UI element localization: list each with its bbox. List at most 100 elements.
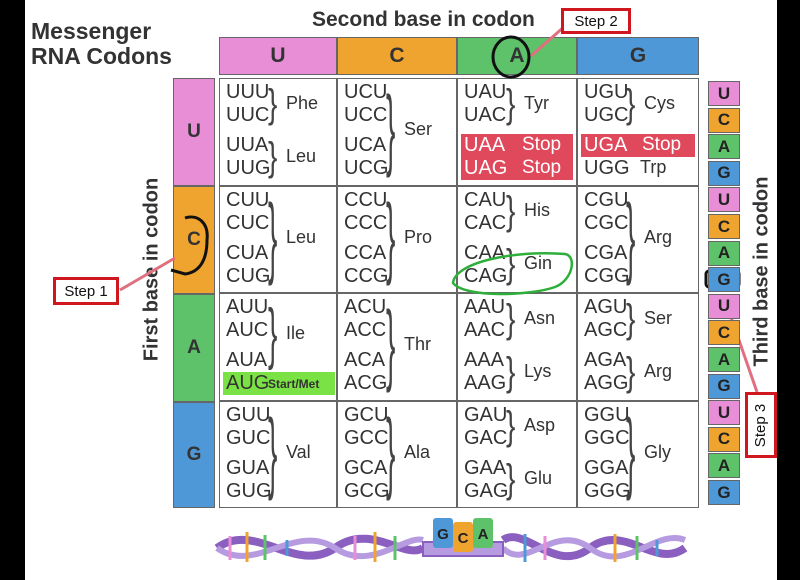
codon: CGA — [584, 241, 628, 264]
amino-acid-label: Leu — [286, 226, 317, 247]
second-base-c: C — [337, 37, 457, 75]
codon: UAG — [464, 157, 508, 179]
stop-label: Stop — [642, 134, 682, 155]
circle-a-annotation — [491, 35, 531, 79]
codon: GAU — [464, 403, 508, 426]
stop-highlight — [461, 157, 573, 180]
brace: } — [626, 401, 636, 501]
step2-label: Step 2 — [561, 8, 631, 34]
amino-acid-label: Cys — [644, 92, 675, 113]
codon: AUG — [226, 372, 270, 394]
amino-acid-label: Asp — [524, 415, 556, 435]
rna-strand-illustration: G C A — [214, 518, 688, 562]
codon: AAU — [464, 296, 506, 318]
rna-letter-g: G — [437, 526, 449, 543]
codon: GUC — [226, 426, 271, 449]
brace: } — [626, 186, 636, 286]
codon: GAG — [464, 479, 509, 502]
third-base-cell: C — [708, 320, 740, 346]
codon: GUG — [226, 479, 272, 502]
brace: } — [268, 294, 278, 370]
codon: GGC — [584, 426, 630, 449]
brace: } — [626, 295, 636, 340]
codon: CGU — [584, 188, 629, 211]
codon: CCC — [344, 211, 388, 234]
codon: UCU — [344, 81, 388, 103]
codon: CCG — [344, 264, 389, 287]
step1-connector — [119, 256, 176, 292]
codon: GGU — [584, 403, 630, 426]
first-base-u: U — [173, 78, 215, 186]
third-base-cell: G — [708, 267, 740, 293]
codon: AUA — [226, 349, 268, 371]
third-base-cell: U — [708, 81, 740, 106]
brace: } — [506, 80, 516, 125]
second-base-label: Second base in codon — [312, 8, 535, 31]
codon: UGA — [584, 134, 628, 156]
brace: } — [506, 456, 516, 501]
amino-acid-label: Ser — [644, 307, 673, 328]
codon: UCA — [344, 134, 387, 156]
third-base-cell: C — [708, 426, 740, 452]
codon: AAC — [464, 319, 506, 341]
circle-c-annotation — [170, 215, 209, 276]
third-base-cell: C — [708, 214, 740, 239]
step1-label: Step 1 — [53, 277, 119, 305]
codon: CCA — [344, 241, 387, 264]
brace: } — [386, 293, 396, 393]
codon: AUU — [226, 296, 269, 318]
codon: GCU — [344, 403, 389, 426]
codon: UCC — [344, 104, 388, 126]
codon: GGG — [584, 479, 631, 502]
codon: AAG — [464, 372, 507, 394]
amino-acid-label: Phe — [286, 92, 319, 113]
codon: ACU — [344, 296, 387, 318]
codon: AGU — [584, 296, 628, 318]
start-label: Start/Met — [268, 377, 320, 391]
chart-title-line1: Messenger — [31, 18, 152, 44]
amino-acid-label: Pro — [404, 226, 433, 247]
amino-acid-label: Arg — [644, 226, 673, 247]
third-base-cell: G — [708, 160, 740, 186]
codon: UUA — [226, 134, 269, 156]
amino-acid-label: Thr — [404, 334, 431, 354]
codon: AGA — [584, 349, 627, 371]
amino-acid-label: Ser — [404, 119, 433, 139]
brace: } — [506, 348, 516, 393]
brace: } — [626, 348, 636, 393]
second-base-g: G — [577, 37, 699, 75]
codon: AGC — [584, 319, 628, 341]
third-base-cell: U — [708, 187, 740, 213]
amino-acid-label: Lys — [524, 360, 552, 381]
third-base-cell: C — [708, 107, 740, 133]
third-base-cell: U — [708, 400, 740, 426]
codon: ACC — [344, 319, 387, 341]
amino-acid-label: Trp — [640, 157, 667, 177]
brace: } — [268, 186, 278, 286]
codon: ACA — [344, 349, 386, 371]
amino-acid-label: Asn — [524, 307, 556, 328]
codon: AGG — [584, 372, 629, 394]
brace: } — [506, 241, 516, 286]
codon: GUU — [226, 403, 271, 426]
codon: GCG — [344, 479, 390, 502]
codon: UAA — [464, 134, 506, 156]
third-base-cell: A — [708, 347, 740, 372]
codon: GGA — [584, 456, 629, 479]
stop-label: Stop — [522, 157, 562, 178]
amino-acid-label: Glu — [524, 468, 553, 488]
codon: UGC — [584, 104, 629, 126]
amino-acid-label: Leu — [286, 145, 317, 166]
codon: UUG — [226, 157, 271, 179]
amino-acid-label: Arg — [644, 360, 673, 381]
chart-title-line2: RNA Codons — [31, 43, 172, 69]
brace: } — [506, 403, 516, 448]
codon: CCU — [344, 188, 388, 211]
